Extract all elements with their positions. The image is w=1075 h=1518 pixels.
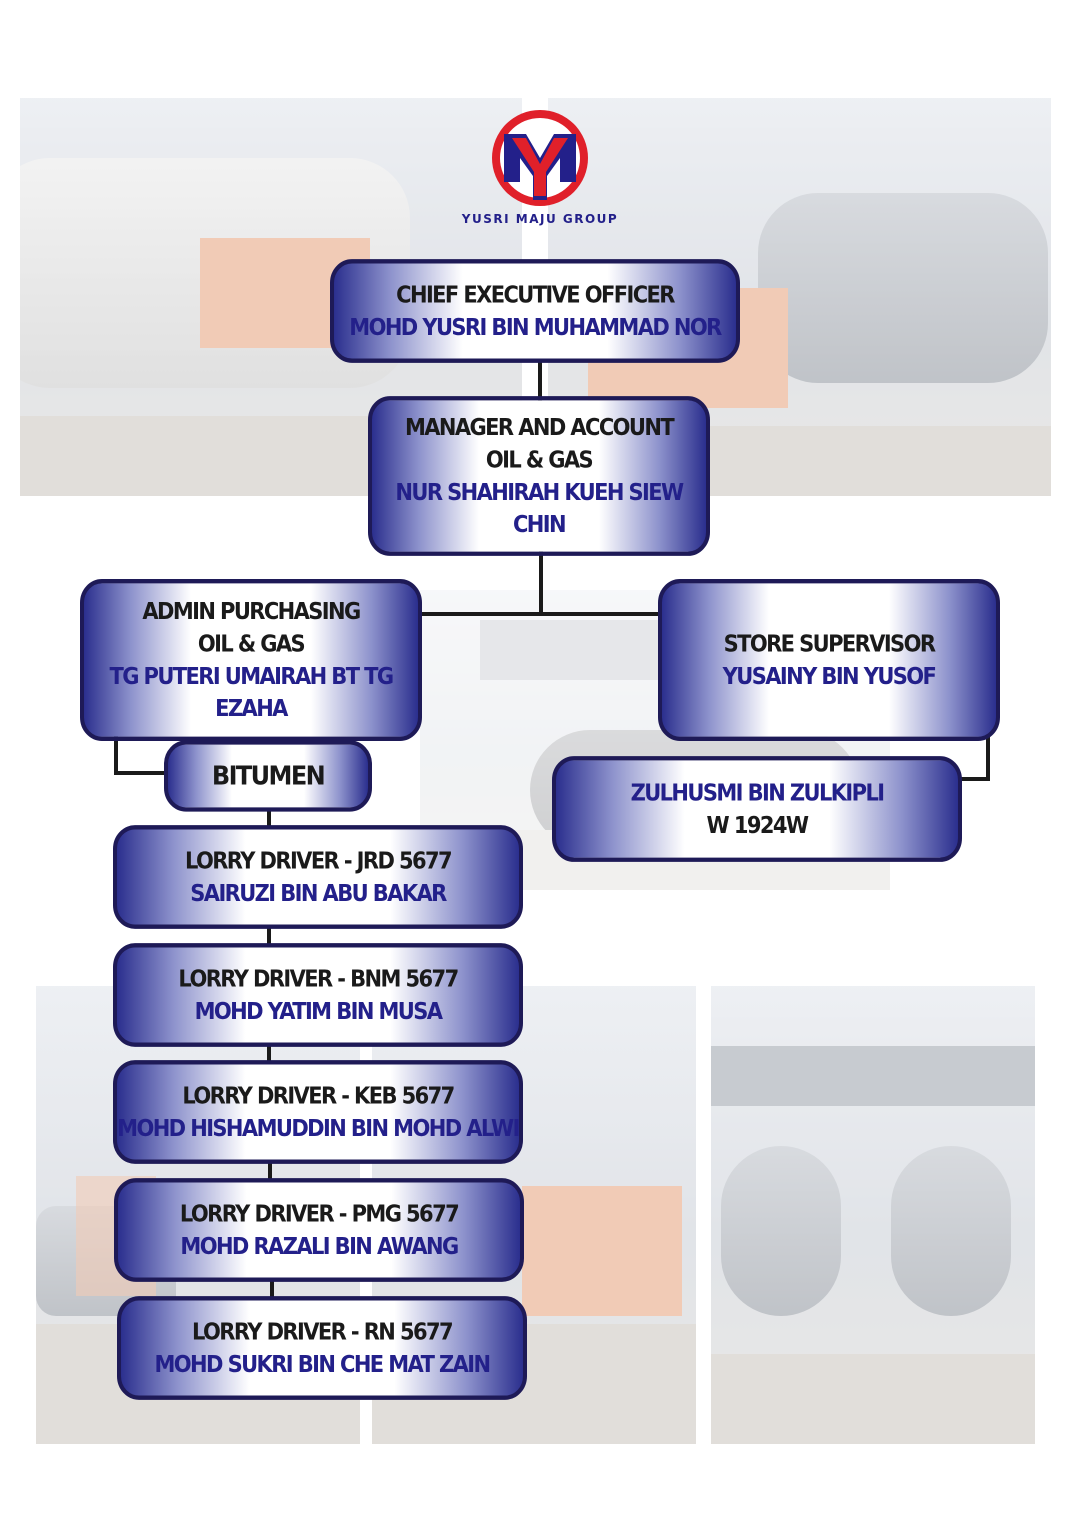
driver-title: LORRY DRIVER - JRD 5677	[184, 847, 453, 874]
connector-driver3-driver4	[268, 1160, 272, 1184]
admin-name: TG PUTERI UMAIRAH BT TG EZAHA	[109, 663, 394, 722]
driver-title: LORRY DRIVER - PMG 5677	[179, 1200, 460, 1227]
connector-bitumen-driver1	[267, 808, 271, 830]
driver-name: MOHD SUKRI BIN CHE MAT ZAIN	[154, 1351, 492, 1378]
driver-box-5: LORRY DRIVER - RN 5677 MOHD SUKRI BIN CH…	[117, 1296, 527, 1400]
connector-admin-left-down	[114, 734, 118, 774]
manager-name: NUR SHAHIRAH KUEH SIEW CHIN	[395, 479, 684, 538]
store-supervisor-box: STORE SUPERVISOR YUSAINY BIN YUSOF	[658, 579, 1000, 741]
driver-box-1: LORRY DRIVER - JRD 5677 SAIRUZI BIN ABU …	[113, 825, 523, 929]
ceo-name: MOHD YUSRI BIN MUHAMMAD NOR	[349, 314, 722, 341]
store-name: YUSAINY BIN YUSOF	[722, 663, 937, 690]
connector-ceo-manager	[538, 358, 542, 404]
storage-tanks-photo	[711, 986, 1035, 1444]
manager-subtitle: OIL & GAS	[485, 446, 594, 473]
connector-driver4-driver5	[270, 1278, 274, 1302]
connector-driver1-driver2	[267, 924, 271, 948]
driver-name: MOHD HISHAMUDDIN BIN MOHD ALWI	[117, 1115, 520, 1142]
driver-box-3: LORRY DRIVER - KEB 5677 MOHD HISHAMUDDIN…	[113, 1060, 523, 1164]
driver-title: LORRY DRIVER - RN 5677	[191, 1318, 454, 1345]
connector-admin-bitumen	[114, 771, 168, 775]
driver-title: LORRY DRIVER - KEB 5677	[182, 1082, 455, 1109]
manager-box: MANAGER AND ACCOUNT OIL & GAS NUR SHAHIR…	[368, 396, 710, 556]
driver-title: LORRY DRIVER - BNM 5677	[178, 965, 459, 992]
driver-box-4: LORRY DRIVER - PMG 5677 MOHD RAZALI BIN …	[114, 1178, 524, 1282]
admin-purchasing-box: ADMIN PURCHASING OIL & GAS TG PUTERI UMA…	[80, 579, 422, 741]
zulhusmi-box: ZULHUSMI BIN ZULKIPLI W 1924W	[552, 756, 962, 862]
zulhusmi-name: ZULHUSMI BIN ZULKIPLI	[630, 779, 885, 806]
admin-subtitle: OIL & GAS	[197, 630, 306, 657]
yusri-maju-logo	[492, 110, 588, 206]
store-title: STORE SUPERVISOR	[723, 630, 936, 657]
bitumen-title: BITUMEN	[211, 760, 326, 792]
ceo-box: CHIEF EXECUTIVE OFFICER MOHD YUSRI BIN M…	[330, 259, 740, 363]
driver-name: MOHD RAZALI BIN AWANG	[180, 1233, 459, 1260]
driver-box-2: LORRY DRIVER - BNM 5677 MOHD YATIM BIN M…	[113, 943, 523, 1047]
connector-store-zulhusmi	[960, 777, 990, 781]
connector-admin-store	[420, 612, 660, 616]
admin-title: ADMIN PURCHASING	[142, 598, 361, 625]
connector-store-right-down	[986, 734, 990, 780]
ceo-title: CHIEF EXECUTIVE OFFICER	[396, 281, 675, 308]
connector-driver2-driver3	[267, 1042, 271, 1066]
driver-name: MOHD YATIM BIN MUSA	[194, 998, 443, 1025]
bitumen-box: BITUMEN	[164, 740, 372, 812]
logo-text: YUSRI MAJU GROUP	[461, 212, 619, 226]
manager-title: MANAGER AND ACCOUNT	[404, 414, 675, 441]
connector-manager-down	[539, 548, 543, 616]
zulhusmi-title: W 1924W	[706, 812, 809, 839]
driver-name: SAIRUZI BIN ABU BAKAR	[190, 880, 447, 907]
